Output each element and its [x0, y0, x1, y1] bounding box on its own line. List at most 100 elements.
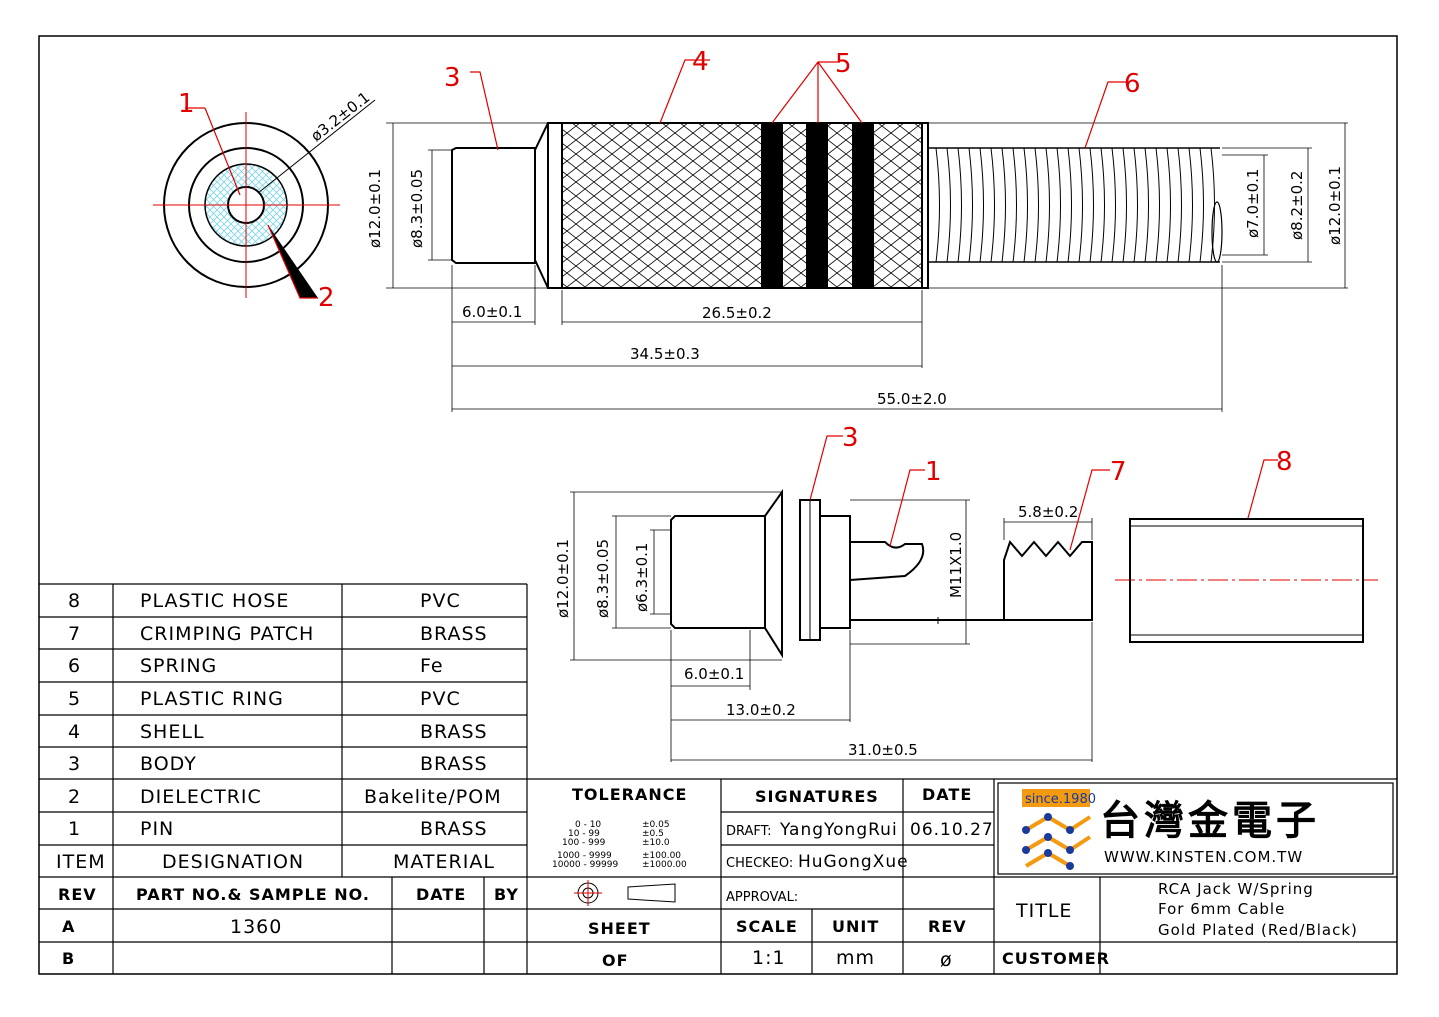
dim-lines-top	[386, 122, 1348, 412]
drawing-frame	[38, 35, 1398, 975]
date-title: DATE	[922, 785, 972, 804]
tol-range: 0 - 10	[575, 820, 601, 830]
bom-designation: SHELL	[140, 721, 205, 743]
dim-d12-bot: ø12.0±0.1	[554, 539, 572, 618]
bom-item: 3	[68, 753, 81, 775]
dim-d12-right: ø12.0±0.1	[1326, 166, 1344, 245]
logo-company: 台灣金電子	[1100, 798, 1320, 844]
draft-label: DRAFT:	[726, 824, 772, 839]
rev-row-a: A	[62, 917, 75, 936]
dim-l265: 26.5±0.2	[702, 304, 772, 322]
rev-header-date: DATE	[416, 885, 466, 904]
dim-l345: 34.5±0.3	[630, 345, 700, 363]
rev-label: REV	[928, 917, 967, 936]
dim-l6: 6.0±0.1	[462, 303, 522, 321]
approval-label: APPROVAL:	[726, 890, 798, 905]
bom-material: BRASS	[420, 721, 488, 743]
callout-6: 6	[1124, 69, 1141, 99]
rev-header-by: BY	[494, 885, 519, 904]
dim-d63: ø6.3±0.1	[633, 543, 651, 612]
end-view	[153, 99, 376, 299]
rev-header-part: PART NO.& SAMPLE NO.	[136, 885, 370, 904]
bom-item: 8	[68, 590, 81, 612]
callout-5: 5	[835, 49, 852, 79]
checked-name: HuGongXue	[798, 852, 909, 872]
scale-value: 1:1	[752, 947, 786, 969]
bom-designation: PIN	[140, 818, 174, 840]
draft-name: YangYongRui	[779, 820, 898, 840]
callout-8: 8	[1276, 447, 1293, 477]
sheet-block: SHEET OF SCALE 1:1 UNIT mm REV ø	[588, 917, 967, 971]
dim-thread: M11X1.0	[947, 532, 965, 598]
bom-item: 6	[68, 655, 81, 677]
bom-header-material: MATERIAL	[393, 851, 495, 873]
signatures-block: SIGNATURES DATE DRAFT: YangYongRui 06.10…	[726, 785, 994, 905]
unit-label: UNIT	[832, 917, 879, 936]
dim-d83-bot: ø8.3±0.05	[594, 539, 612, 618]
bom-item: 5	[68, 688, 81, 710]
logo-since: since.1980	[1025, 792, 1096, 807]
bom-material: BRASS	[420, 623, 488, 645]
callout-1b: 1	[925, 457, 942, 487]
customer-label: CUSTOMER	[1002, 949, 1110, 968]
title-line: For 6mm Cable	[1158, 900, 1285, 918]
side-view	[451, 122, 1223, 289]
bom-designation: DIELECTRIC	[140, 786, 262, 808]
logo-mark-icon	[1024, 814, 1092, 868]
dim-l58: 5.8±0.2	[1018, 503, 1078, 521]
tol-range: 10000 - 99999	[552, 860, 619, 870]
callout-1: 1	[178, 89, 195, 119]
tol-range: 100 - 999	[562, 838, 606, 848]
callout-3: 3	[444, 63, 461, 93]
bom-rows: 8 PLASTIC HOSE PVC 7 CRIMPING PATCH BRAS…	[56, 590, 502, 873]
bom-table	[39, 583, 1397, 974]
checked-label: CHECKEO:	[726, 856, 793, 871]
leaders-top	[470, 59, 1128, 151]
tol-range: 10 - 99	[568, 829, 600, 839]
callout-4: 4	[692, 47, 709, 77]
bom-designation: PLASTIC RING	[140, 688, 284, 710]
unit-value: mm	[836, 947, 875, 969]
dim-d7: ø7.0±0.1	[1244, 169, 1262, 238]
title-line: Gold Plated (Red/Black)	[1158, 921, 1358, 939]
bom-item: 4	[68, 721, 81, 743]
callout-2: 2	[318, 283, 335, 313]
logo-url: WWW.KINSTEN.COM.TW	[1104, 848, 1303, 866]
title-block: TITLE RCA Jack W/Spring For 6mm Cable Go…	[1002, 880, 1358, 968]
dim-d83-top: ø8.3±0.05	[408, 169, 426, 248]
part-number: 1360	[230, 916, 282, 938]
draft-date: 06.10.27	[910, 820, 994, 840]
rev-value: ø	[940, 949, 953, 971]
bom-designation: PLASTIC HOSE	[140, 590, 289, 612]
title-line: RCA Jack W/Spring	[1158, 880, 1314, 898]
bom-material: PVC	[420, 590, 461, 612]
revision-table: REV PART NO.& SAMPLE NO. DATE BY A 1360 …	[58, 885, 519, 968]
dim-l6-bot: 6.0±0.1	[684, 665, 744, 683]
dim-l13: 13.0±0.2	[726, 701, 796, 719]
bom-header-item: ITEM	[56, 851, 106, 873]
bom-material: BRASS	[420, 818, 488, 840]
tol-value: ±0.5	[642, 829, 664, 839]
dim-pin-diameter: ø3.2±0.1	[307, 88, 373, 145]
of-label: OF	[602, 951, 629, 970]
dim-l55: 55.0±2.0	[877, 390, 947, 408]
bom-designation: BODY	[140, 753, 197, 775]
signatures-title: SIGNATURES	[755, 787, 879, 806]
plastic-hose	[1129, 518, 1364, 643]
dim-d82: ø8.2±0.2	[1288, 171, 1306, 240]
bom-designation: SPRING	[140, 655, 217, 677]
bom-material: Bakelite/POM	[364, 786, 502, 808]
tol-value: ±10.0	[642, 838, 670, 848]
bom-item: 2	[68, 786, 81, 808]
projection-symbol-icon	[574, 880, 676, 906]
rev-row-b: B	[62, 949, 75, 968]
company-logo: since.1980 台灣金電子 WWW.KINSTEN.COM.TW	[1022, 789, 1320, 870]
tol-range: 1000 - 9999	[557, 851, 612, 861]
tol-value: ±100.00	[642, 851, 681, 861]
dim-l31: 31.0±0.5	[848, 741, 918, 759]
bom-item: 7	[68, 623, 81, 645]
callout-7: 7	[1110, 457, 1127, 487]
sheet-label: SHEET	[588, 919, 651, 938]
tol-value: ±1000.00	[642, 860, 687, 870]
